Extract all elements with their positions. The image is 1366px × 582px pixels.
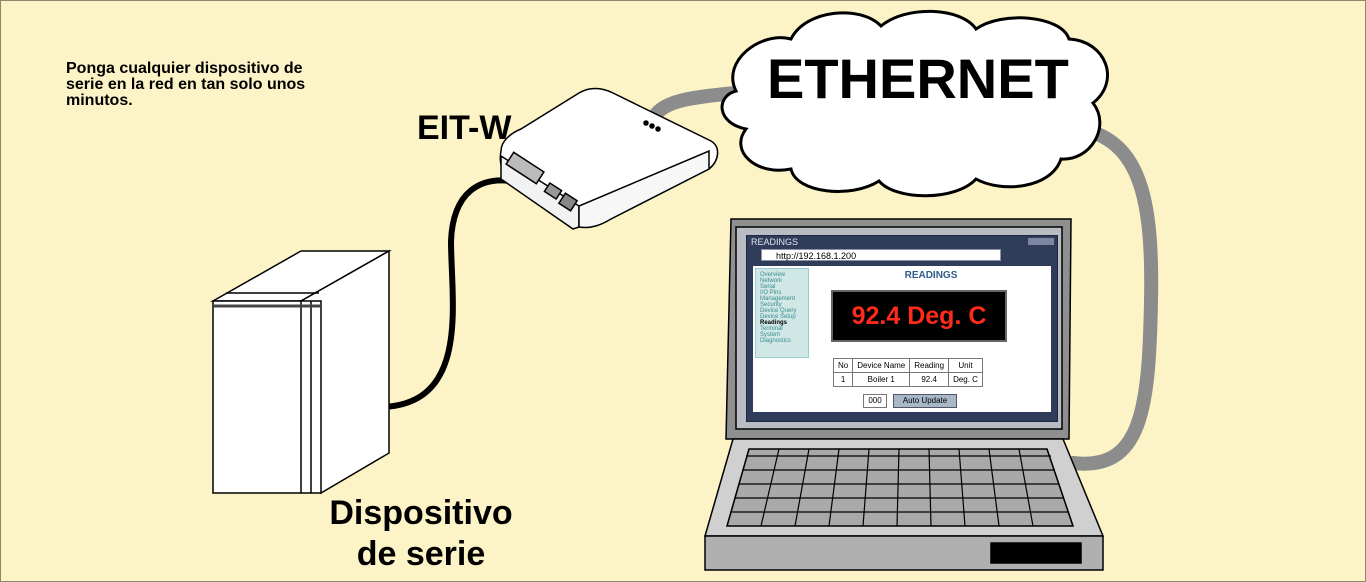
- readings-table: No Device Name Reading Unit 1 Boiler 1 9…: [832, 358, 983, 387]
- nav-item[interactable]: Management: [760, 296, 796, 302]
- serial-device: [210, 249, 392, 495]
- ethernet-cloud: [720, 9, 1109, 198]
- serial-cable: [378, 177, 514, 410]
- table-cell: 1: [832, 372, 854, 387]
- nav-item[interactable]: Terminal: [760, 326, 783, 332]
- nav-item[interactable]: Diagnostics: [760, 338, 792, 344]
- table-header-row: No Device Name Reading Unit: [832, 358, 983, 373]
- nav-menu: Overview Network Serial I/O Pins Managem…: [755, 268, 809, 358]
- web-page: Overview Network Serial I/O Pins Managem…: [753, 266, 1051, 412]
- reading-display: 92.4 Deg. C: [831, 290, 1007, 342]
- gateway-label: EIT-W: [417, 109, 512, 147]
- table-cell: Deg. C: [948, 372, 983, 387]
- nav-item[interactable]: System: [760, 332, 781, 338]
- intro-text: Ponga cualquier dispositivo de serie en …: [66, 60, 306, 109]
- browser-title: READINGS: [751, 237, 799, 247]
- gateway-device: [499, 87, 719, 230]
- page-heading: READINGS: [904, 270, 958, 281]
- device-label-line2: de serie: [356, 535, 486, 573]
- auto-update-button[interactable]: Auto Update: [893, 394, 957, 408]
- col-header: Unit: [948, 358, 983, 373]
- device-label-line1: Dispositivo: [329, 494, 513, 532]
- nav-item[interactable]: Security: [760, 302, 782, 308]
- nav-item[interactable]: I/O Pins: [760, 290, 782, 296]
- col-header: Device Name: [852, 358, 911, 373]
- browser-window: READINGS http://192.168.1.200 Overview N…: [746, 235, 1058, 422]
- col-header: No: [832, 358, 854, 373]
- ethernet-cable-laptop: [1066, 122, 1159, 471]
- window-controls[interactable]: [1028, 238, 1054, 245]
- device-label: Dispositivo de serie: [301, 493, 541, 575]
- nav-item[interactable]: Network: [760, 278, 783, 284]
- nav-item[interactable]: Serial: [760, 284, 776, 290]
- network-label: ETHERNET: [767, 47, 1069, 110]
- address-bar[interactable]: http://192.168.1.200: [761, 249, 1001, 261]
- col-header: Reading: [909, 358, 950, 373]
- keyboard-grid: [726, 448, 1074, 527]
- nav-item[interactable]: Device Query: [760, 308, 797, 314]
- nav-item[interactable]: Device Setup: [760, 314, 796, 320]
- table-cell: 92.4: [909, 372, 950, 387]
- table-row: 1 Boiler 1 92.4 Deg. C: [832, 372, 983, 387]
- nav-item-readings[interactable]: Readings: [760, 320, 788, 326]
- update-counter[interactable]: 000: [863, 394, 887, 408]
- nav-item[interactable]: Overview: [760, 272, 786, 278]
- table-cell: Boiler 1: [852, 372, 911, 387]
